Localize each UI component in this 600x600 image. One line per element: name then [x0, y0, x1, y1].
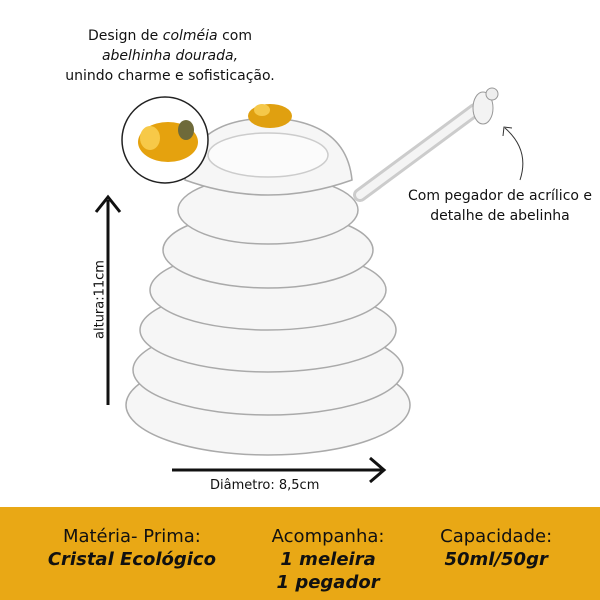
- product-illustration: [94, 87, 524, 484]
- handle-note: Com pegador de acrílico e detalhe de abe…: [407, 188, 593, 224]
- diameter-arrow-icon: [172, 456, 387, 484]
- caption-emphasis: colméia: [162, 28, 218, 44]
- honey-dipper: [353, 87, 499, 202]
- caption-text: com: [217, 28, 252, 44]
- caption-emphasis: abelhinha dourada,: [101, 48, 239, 64]
- spec-value: 1 meleira: [280, 549, 376, 570]
- bee-ornament-icon: [248, 104, 292, 128]
- caption-text: unindo charme e sofisticação.: [65, 68, 275, 84]
- spec-material: Matéria- Prima: Cristal Ecológico: [48, 525, 216, 571]
- specs-banner: Matéria- Prima: Cristal Ecológico Acompa…: [0, 507, 600, 600]
- bee-detail-inset: [121, 96, 209, 184]
- diameter-label: Diâmetro: 8,5cm: [210, 478, 320, 493]
- caption-text: Design de: [88, 28, 163, 44]
- height-arrow-icon: [94, 194, 122, 405]
- spec-title: Acompanha:: [271, 526, 385, 547]
- spec-value: 1 pegador: [276, 572, 380, 593]
- spec-title: Matéria- Prima:: [62, 526, 201, 547]
- spec-title: Capacidade:: [440, 526, 553, 547]
- height-label: altura:11cm: [92, 260, 108, 339]
- pointer-arrow-icon: [502, 126, 524, 181]
- spec-includes: Acompanha: 1 meleira 1 pegador: [272, 525, 385, 594]
- honey-jar: [125, 117, 411, 456]
- design-caption: Design de colméia com abelhinha dourada,…: [40, 26, 300, 86]
- spec-capacity: Capacidade: 50ml/50gr: [440, 525, 552, 571]
- spec-value: Cristal Ecológico: [47, 549, 216, 570]
- spec-value: 50ml/50gr: [444, 549, 548, 570]
